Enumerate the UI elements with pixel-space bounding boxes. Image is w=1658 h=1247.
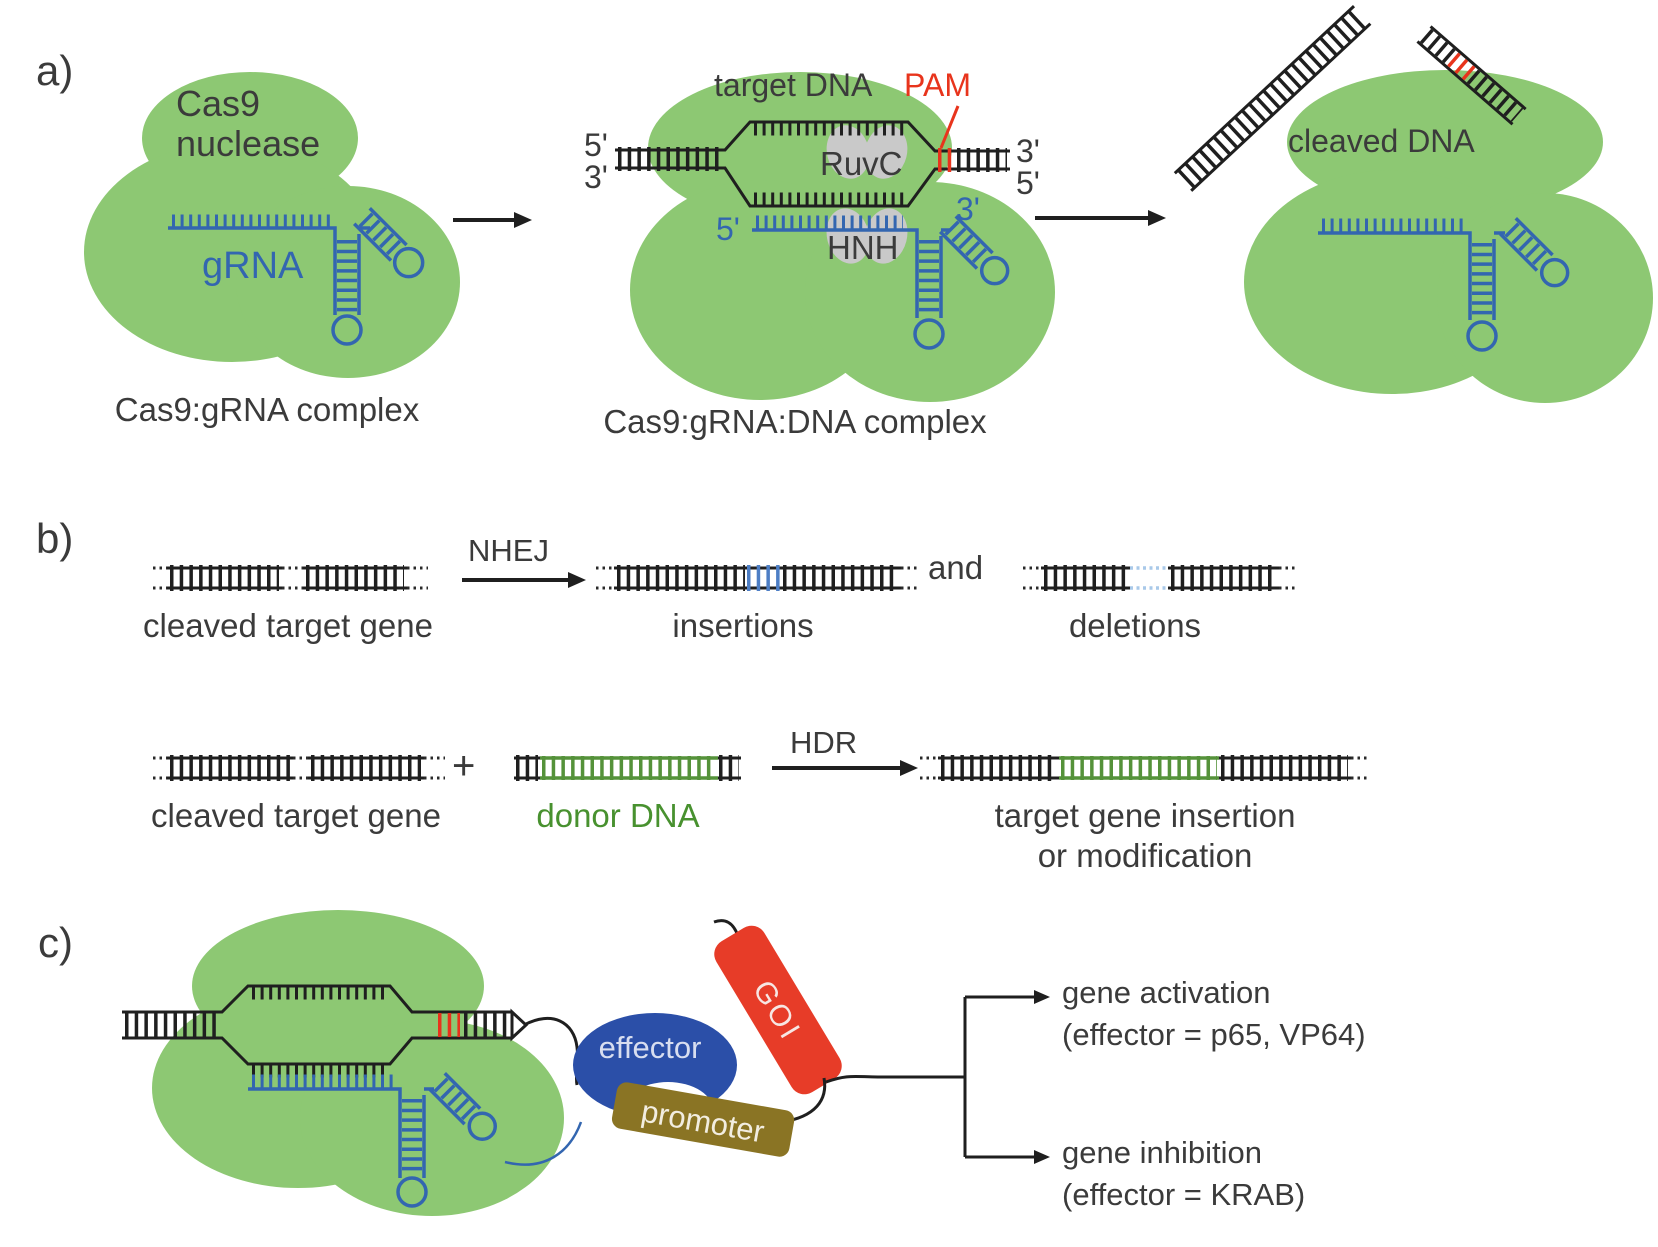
- gene-inhibition-line1: gene inhibition: [1062, 1135, 1262, 1170]
- hdr-arrow: [772, 760, 918, 776]
- grna-structure-c: [248, 1071, 498, 1208]
- target-dna-strands: [615, 120, 1010, 208]
- donor-dna: [514, 755, 741, 781]
- panel-a-tag: a): [36, 47, 74, 94]
- and-label: and: [928, 549, 984, 586]
- dna-strands-c: [122, 984, 529, 1078]
- cas9-grna-complex-blob: [84, 72, 460, 378]
- cas9-nuclease-line2: nuclease: [176, 122, 321, 164]
- left-5-prime: 5': [584, 127, 608, 163]
- deletions-dna: [1023, 565, 1297, 591]
- grna-structure-right: [1318, 216, 1570, 352]
- hdr-label: HDR: [790, 725, 858, 760]
- grna-5-prime: 5': [716, 211, 740, 247]
- dna-end-cap: [510, 1008, 529, 1042]
- grna-structure-mid: [752, 214, 1010, 350]
- nhej-label: NHEJ: [468, 533, 549, 568]
- insertions-dna: [596, 565, 919, 591]
- target-dna-label: target DNA: [714, 67, 873, 103]
- deletions-label: deletions: [1068, 607, 1202, 644]
- cas9-nuclease-label: Cas9 nuclease: [176, 84, 320, 163]
- pam-callout-line: [939, 105, 960, 149]
- effector-label: effector: [599, 1030, 702, 1065]
- ruvc-label: RuvC: [820, 145, 903, 182]
- panel-c-tag: c): [38, 919, 73, 966]
- goi-bar: [714, 925, 842, 1095]
- gene-activation-line1: gene activation: [1062, 975, 1271, 1010]
- pam-label: PAM: [904, 67, 971, 103]
- fork-feed-line: [825, 1074, 965, 1084]
- fork-bracket: [963, 990, 1050, 1164]
- cleaved-dna-fragment-long: [1173, 5, 1372, 192]
- grna-tail-curve: [504, 1121, 583, 1166]
- step-arrow-2: [1035, 210, 1166, 226]
- caption-cas9-grna-dna: Cas9:gRNA:DNA complex: [603, 403, 987, 440]
- cleaved-target-gene-2: [153, 755, 445, 781]
- deletion-gap: [1130, 566, 1168, 590]
- panel-b-tag: b): [36, 515, 74, 562]
- right-5-prime: 5': [1016, 165, 1040, 201]
- left-3-prime: 3': [584, 159, 608, 195]
- cleaved-target-gene-label-1: cleaved target gene: [143, 607, 433, 644]
- pam-ticks-fragment: [1447, 52, 1477, 82]
- cleaved-dna-label: cleaved DNA: [1288, 123, 1475, 159]
- right-3-prime: 3': [1016, 133, 1040, 169]
- hdr-result-label-line2: or modification: [1037, 837, 1253, 874]
- hdr-result-dna: [920, 755, 1369, 781]
- cleaved-target-gene-1: [153, 565, 428, 591]
- grna-label: gRNA: [202, 245, 304, 287]
- plus-sign: +: [452, 744, 476, 788]
- promoter-bar: [611, 1082, 795, 1157]
- step-arrow-1: [453, 212, 532, 228]
- grna-3-prime: 3': [956, 191, 980, 227]
- gene-activation-line2: (effector = p65, VP64): [1062, 1017, 1366, 1052]
- nhej-arrow: [462, 572, 586, 588]
- cleaved-dna-fragment-short: [1416, 25, 1527, 126]
- ruvc-domain-shape: [826, 125, 908, 179]
- cleaved-target-gene-label-2: cleaved target gene: [151, 797, 441, 834]
- caption-cas9-grna: Cas9:gRNA complex: [114, 391, 420, 428]
- cas9-nuclease-line1: Cas9: [176, 83, 261, 124]
- hnh-label: HNH: [827, 229, 899, 266]
- grna-structure-left: [168, 206, 425, 346]
- donor-dna-label: donor DNA: [536, 797, 700, 834]
- cleaved-complex-blob: [1244, 70, 1653, 403]
- hdr-result-label-line1: target gene insertion: [994, 797, 1296, 834]
- hnh-domain-shape: [826, 208, 908, 264]
- gene-inhibition-line2: (effector = KRAB): [1062, 1177, 1306, 1212]
- insertions-label: insertions: [672, 607, 814, 644]
